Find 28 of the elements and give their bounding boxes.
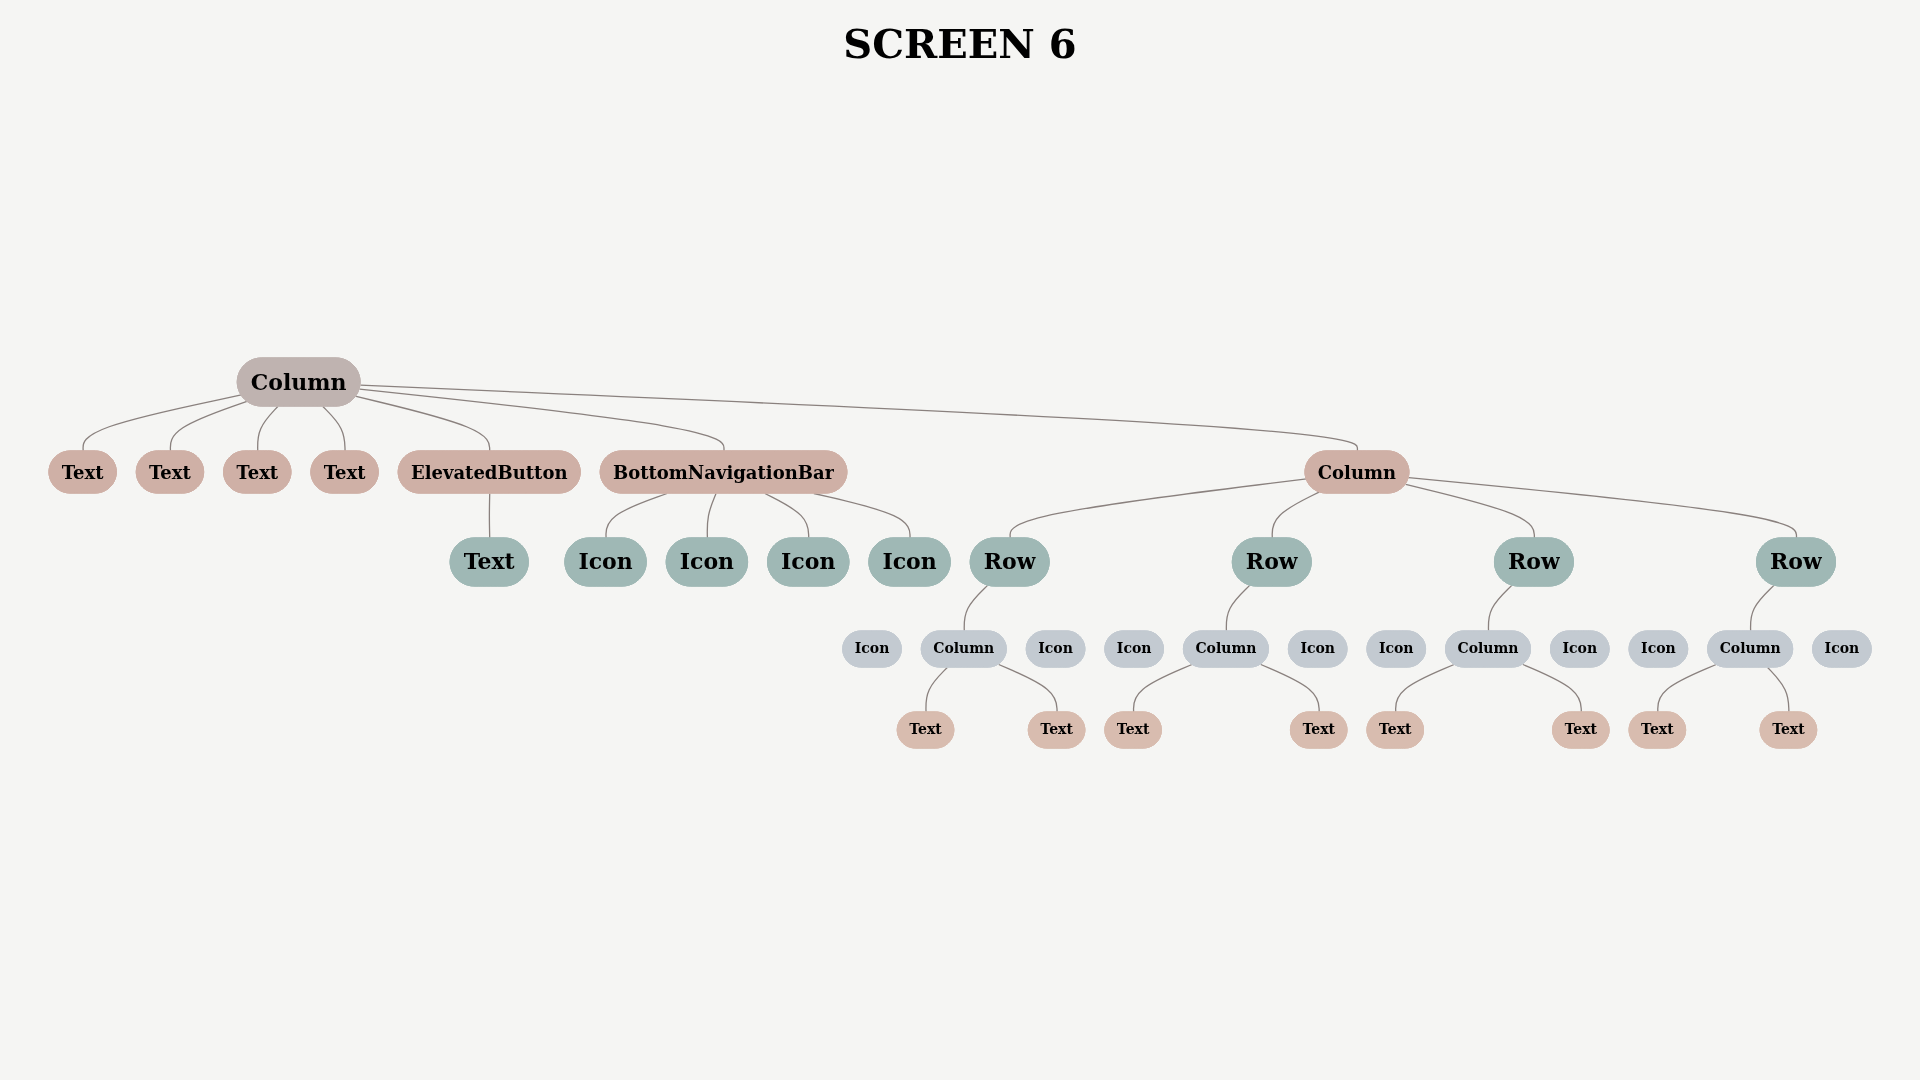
connector (488, 492, 491, 540)
connector (925, 666, 948, 714)
connector (1766, 666, 1790, 714)
connector (358, 388, 725, 453)
connector (706, 492, 717, 540)
connector (764, 492, 810, 540)
connector (1487, 584, 1513, 633)
connector (1657, 663, 1717, 714)
connector (1260, 663, 1320, 714)
connector (1408, 476, 1798, 540)
connector (1132, 663, 1193, 714)
connector (997, 663, 1058, 714)
connector (82, 394, 242, 453)
connector (1522, 663, 1582, 714)
connector (359, 384, 1358, 453)
connector (963, 584, 989, 633)
connector (1405, 483, 1535, 540)
diagram-title: SCREEN 6 (842, 20, 1078, 67)
connector (355, 395, 491, 453)
connector (322, 405, 346, 453)
connector (1749, 584, 1775, 633)
connector (605, 492, 668, 540)
connector (169, 400, 248, 453)
connector (1225, 584, 1251, 633)
connector (1009, 478, 1308, 540)
connector (256, 405, 279, 453)
connector (1394, 663, 1455, 714)
connector (1271, 491, 1320, 540)
